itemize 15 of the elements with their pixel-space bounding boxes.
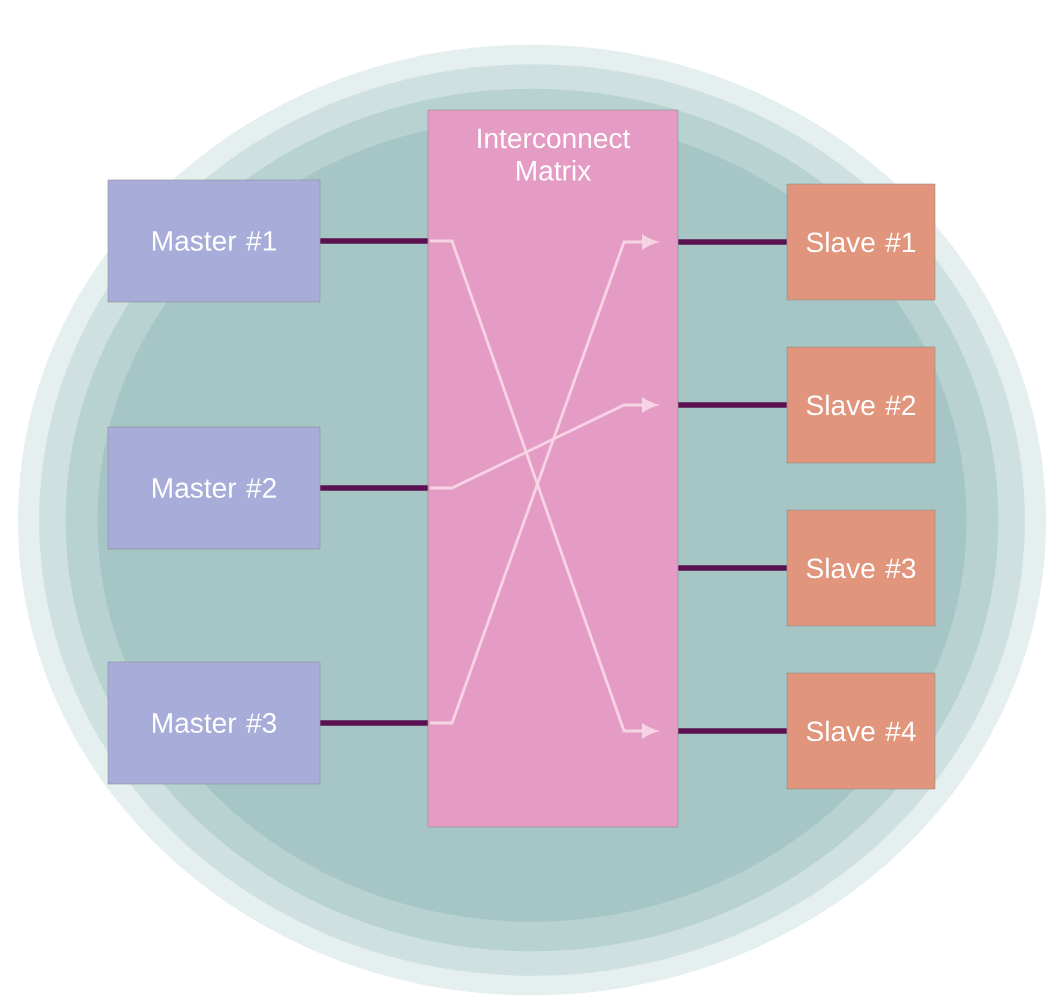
slave-box: Slave #1 (786, 183, 936, 301)
connector (678, 728, 787, 734)
matrix-box: Interconnect Matrix (427, 109, 679, 828)
connector (320, 238, 428, 244)
master-box: Master #1 (107, 179, 321, 303)
master-box: Master #2 (107, 426, 321, 550)
connector (678, 565, 787, 571)
slave-box: Slave #4 (786, 672, 936, 790)
connector (678, 402, 787, 408)
connector (678, 239, 787, 245)
slave-box: Slave #2 (786, 346, 936, 464)
master-box: Master #3 (107, 661, 321, 785)
slave-box: Slave #3 (786, 509, 936, 627)
connector (320, 720, 428, 726)
connector (320, 485, 428, 491)
